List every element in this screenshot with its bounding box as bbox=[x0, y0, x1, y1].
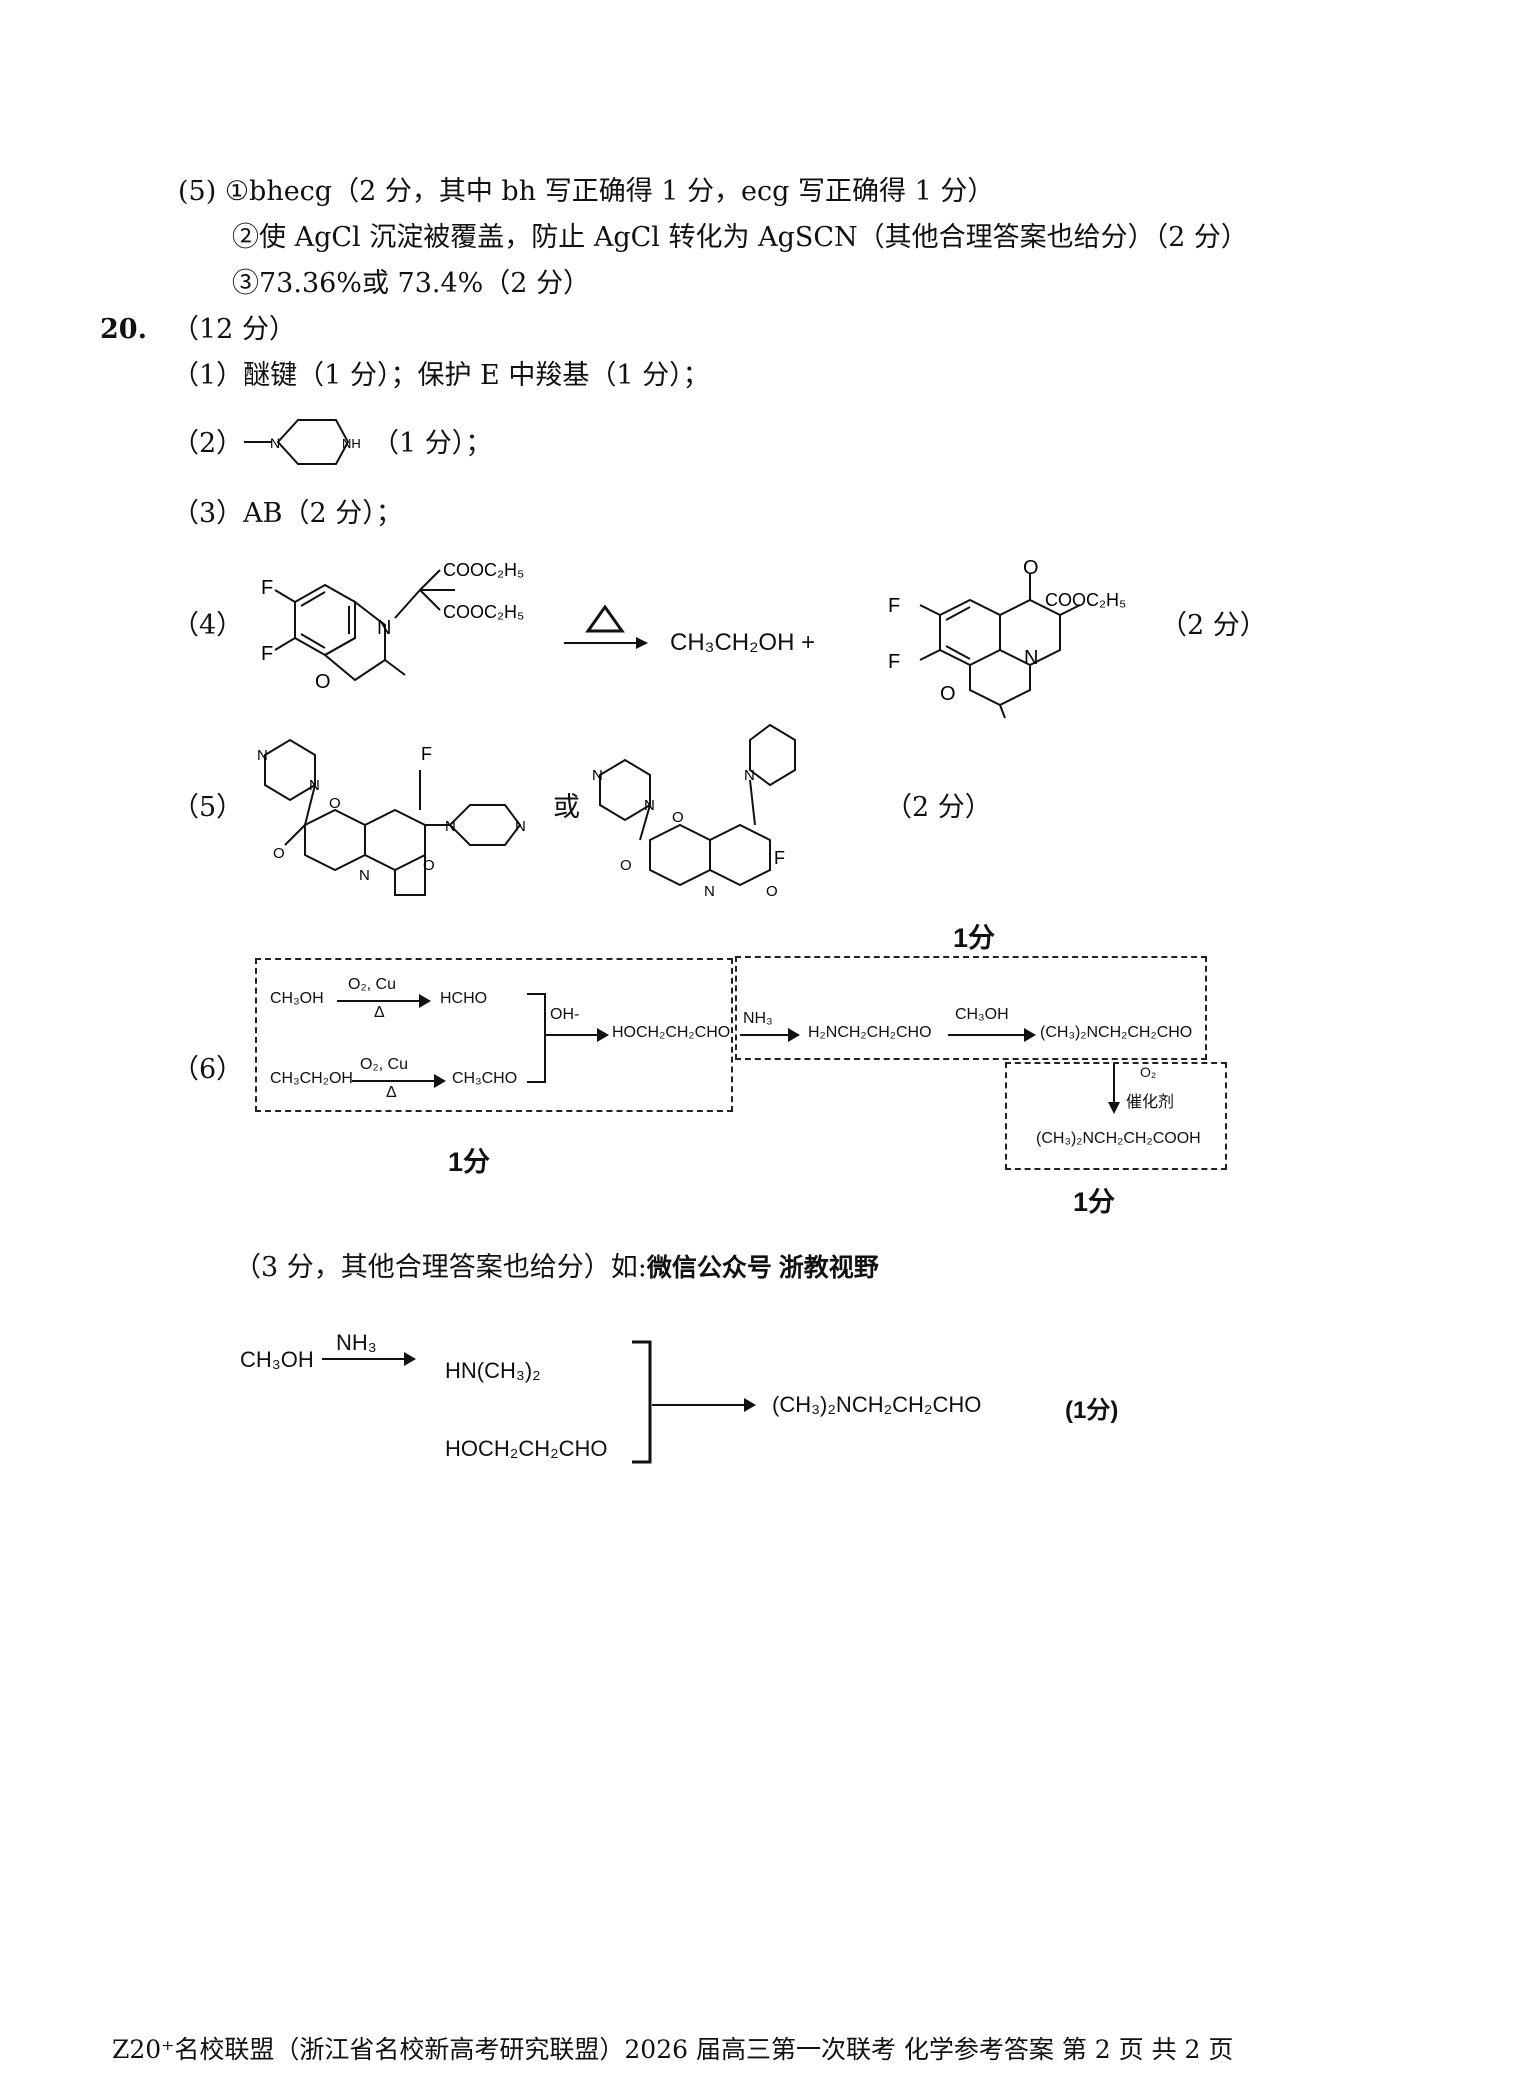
ester-group-1: COOC₂H₅ bbox=[443, 560, 524, 580]
product-quinolone-structure: O COOC₂H₅ F F O N bbox=[888, 560, 1126, 719]
q20-part2-score: （1 分）； bbox=[372, 428, 493, 459]
route-methanol-2: CH₃OH bbox=[955, 1006, 1009, 1023]
fluorine-label-5: F bbox=[421, 744, 432, 764]
route-arrow-5 bbox=[948, 1028, 1036, 1042]
fluorine-label-2: F bbox=[261, 643, 273, 665]
carbonyl-o-label: O bbox=[273, 845, 285, 862]
score-top: 1分 bbox=[953, 923, 996, 953]
route-acid: (CH₃)₂NCH₂CH₂COOH bbox=[1036, 1130, 1201, 1147]
ketone-o-label: O bbox=[329, 795, 341, 812]
q20-part5-or: 或 bbox=[553, 792, 580, 823]
score-bottom: 1分 bbox=[1073, 1187, 1116, 1217]
route-base: OH- bbox=[550, 1006, 580, 1023]
carbonyl-o-label-2: O bbox=[620, 857, 632, 874]
alt-bracket bbox=[632, 1340, 652, 1464]
q19-5-line1: (5) ①bhecg（2 分，其中 bh 写正确得 1 分，ecg 写正确得 1… bbox=[178, 176, 995, 207]
q20-part1: （1）醚键（1 分）；保护 E 中羧基（1 分）； bbox=[172, 360, 710, 391]
route-arrow-down bbox=[1108, 1064, 1120, 1114]
q20-part5-label: （5） bbox=[172, 792, 244, 823]
score-left: 1分 bbox=[448, 1147, 491, 1177]
route-methanol: CH₃OH bbox=[270, 990, 324, 1007]
ester-group-2: COOC₂H₅ bbox=[443, 602, 524, 622]
ketone-oxygen-label: O bbox=[1023, 560, 1039, 579]
route-arrow-2 bbox=[352, 1074, 446, 1088]
alt-arrow-2 bbox=[652, 1398, 756, 1412]
q20-total: （12 分） bbox=[172, 314, 296, 345]
route-arrow-1 bbox=[337, 994, 431, 1008]
q19-5-line2: ②使 AgCl 沉淀被覆盖，防止 AgCl 转化为 AgSCN（其他合理答案也给… bbox=[232, 222, 1248, 253]
oxygen-label-2: O bbox=[940, 683, 956, 705]
pip-n-label-2: N bbox=[515, 818, 526, 835]
route-ch3cho: CH₃CHO bbox=[452, 1070, 518, 1087]
alt-dimethylamine: HN(CH₃)₂ bbox=[445, 1358, 541, 1383]
pip-n-label-3: N bbox=[744, 767, 755, 784]
ester-group-3: COOC₂H₅ bbox=[1045, 590, 1126, 610]
route-cond-1: O₂, Cu bbox=[348, 976, 396, 993]
nitrogen-label: N bbox=[377, 617, 391, 639]
route-catalyst: 催化剂 bbox=[1126, 1094, 1175, 1111]
route-arrow-4 bbox=[740, 1028, 800, 1042]
route-bracket bbox=[527, 993, 546, 1083]
note-text: （3 分，其他合理答案也给分）如: bbox=[234, 1252, 647, 1283]
route-amine: H₂NCH₂CH₂CHO bbox=[808, 1024, 932, 1041]
q20-number: 20. bbox=[100, 314, 147, 345]
route-box-left bbox=[255, 958, 733, 1112]
answer-structure-1: N N O O F N O N N bbox=[257, 738, 526, 896]
ring-o-label-2: O bbox=[766, 883, 778, 900]
fluorine-label-4: F bbox=[888, 651, 900, 673]
q19-5-line3: ③73.36%或 73.4%（2 分） bbox=[232, 268, 591, 299]
page-footer: Z20⁺名校联盟（浙江省名校新高考研究联盟）2026 届高三第一次联考 化学参考… bbox=[112, 2035, 1234, 2064]
reactant-benzoxazine-structure: F F O N COOC₂H₅ COOC₂H₅ bbox=[261, 560, 524, 693]
n-label-c: N bbox=[592, 767, 603, 784]
route-hcho: HCHO bbox=[440, 990, 488, 1007]
alt-arrow-1 bbox=[322, 1352, 416, 1366]
fluorine-label-1: F bbox=[261, 577, 273, 599]
route-box-top bbox=[735, 956, 1207, 1060]
pip-n-label-1: N bbox=[445, 818, 456, 835]
fluorine-label-6: F bbox=[774, 848, 785, 868]
ring-n-label: N bbox=[359, 867, 370, 884]
q20-part4-label: （4） bbox=[172, 610, 244, 641]
route-heat-1: Δ bbox=[374, 1004, 385, 1021]
alt-aldol: HOCH₂CH₂CHO bbox=[445, 1436, 608, 1461]
route-box-bottom bbox=[1005, 1062, 1227, 1170]
piperazine-n-label: N bbox=[270, 435, 280, 451]
route-dimethyl: (CH₃)₂NCH₂CH₂CHO bbox=[1040, 1024, 1193, 1041]
q20-part4-score: （2 分） bbox=[1160, 610, 1267, 641]
alt-final-product: (CH₃)₂NCH₂CH₂CHO bbox=[772, 1392, 982, 1417]
q20-part6-note: （3 分，其他合理答案也给分）如:微信公众号 浙教视野 bbox=[234, 1250, 879, 1286]
ring-n-label-2: N bbox=[704, 883, 715, 900]
route-cond-2: O₂, Cu bbox=[360, 1056, 408, 1073]
heat-arrow bbox=[564, 605, 648, 649]
route-arrow-3 bbox=[545, 1028, 609, 1042]
route-ethanol: CH₃CH₂OH bbox=[270, 1070, 353, 1087]
oxygen-label: O bbox=[315, 671, 331, 693]
nitrogen-label-2: N bbox=[1024, 647, 1038, 669]
q20-part6-label: （6） bbox=[172, 1054, 244, 1085]
alt-methanol: CH₃OH bbox=[240, 1347, 314, 1372]
fluorine-label-3: F bbox=[888, 595, 900, 617]
route-aldol: HOCH₂CH₂CHO bbox=[612, 1024, 731, 1041]
route-o2: O₂ bbox=[1140, 1064, 1157, 1080]
n-label-a: N bbox=[257, 747, 268, 764]
watermark-text: 微信公众号 浙教视野 bbox=[646, 1254, 879, 1282]
ring-o-label: O bbox=[423, 857, 435, 874]
ketone-o-label-2: O bbox=[672, 809, 684, 826]
methylpiperazine-structure: N NH bbox=[244, 419, 361, 465]
answer-structure-2: N N O O N F N O bbox=[592, 723, 796, 900]
route-heat-2: Δ bbox=[386, 1084, 397, 1101]
q20-part2-label: （2） bbox=[172, 428, 244, 459]
q20-part5-score: （2 分） bbox=[885, 792, 992, 823]
ethanol-product: CH₃CH₂OH + bbox=[670, 629, 816, 656]
piperazine-nh-label: NH bbox=[342, 436, 361, 451]
alt-score: (1分) bbox=[1065, 1397, 1119, 1424]
q20-part3: （3）AB（2 分）； bbox=[172, 498, 403, 529]
route-nh3: NH₃ bbox=[743, 1010, 773, 1027]
alt-nh3: NH₃ bbox=[336, 1330, 377, 1355]
